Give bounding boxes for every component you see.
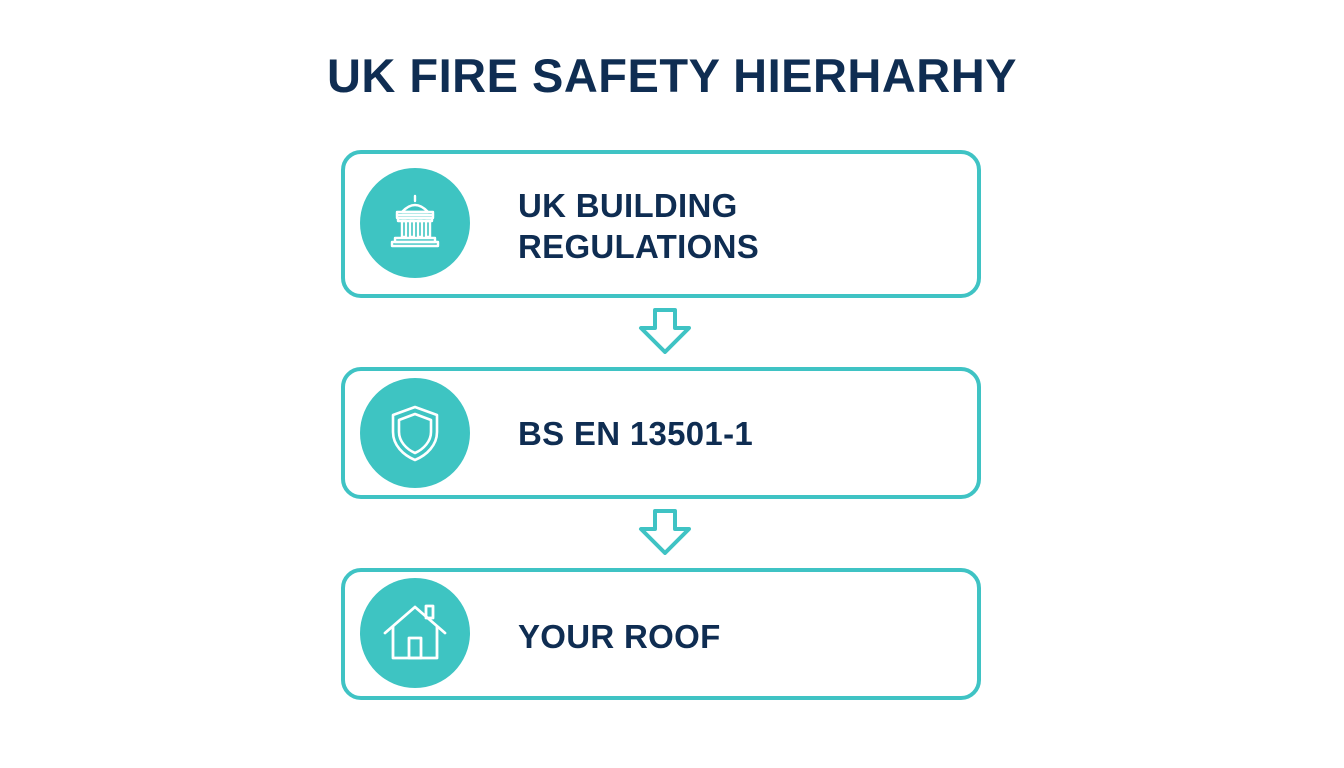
step-label-building-regulations: UK BUILDING REGULATIONS	[518, 185, 958, 267]
step-label-line-2: REGULATIONS	[518, 228, 760, 265]
step-label-line-1: UK BUILDING	[518, 187, 738, 224]
hierarchy-step-your-roof: YOUR ROOF	[341, 568, 981, 700]
diagram-title: UK FIRE SAFETY HIERHARHY	[326, 49, 1018, 102]
shield-icon	[360, 378, 470, 488]
step-label-your-roof: YOUR ROOF	[518, 618, 721, 655]
down-arrow-icon	[639, 509, 691, 555]
government-building-icon	[360, 168, 470, 278]
hierarchy-step-building-regulations: UK BUILDING REGULATIONS	[341, 150, 981, 298]
house-icon	[360, 578, 470, 688]
step-label-bs-en: BS EN 13501-1	[518, 415, 754, 452]
down-arrow-icon	[639, 308, 691, 354]
hierarchy-step-bs-en-13501-1: BS EN 13501-1	[341, 367, 981, 499]
